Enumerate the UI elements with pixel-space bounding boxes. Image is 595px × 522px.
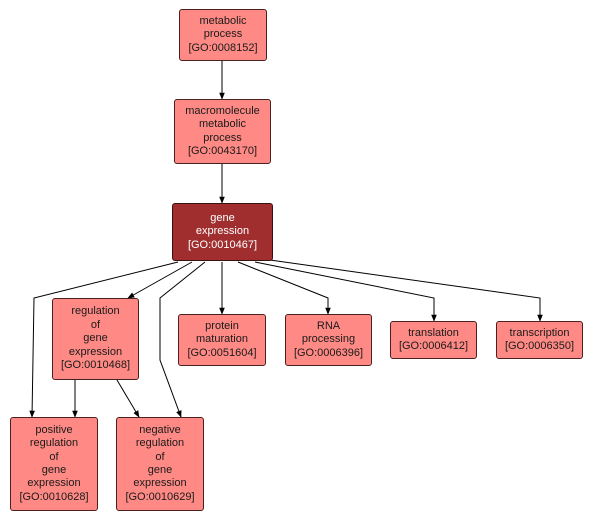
node-label-line: positive	[35, 423, 73, 436]
node-label-line: [GO:0006396]	[293, 346, 364, 359]
node-label-line: regulation	[71, 305, 120, 318]
node-label-line: process	[203, 28, 243, 41]
edge-regulation-to-negative	[116, 379, 140, 418]
node-label-line: RNA	[316, 319, 341, 332]
node-label-line: gene	[83, 332, 108, 345]
node-label-line: expression	[27, 477, 81, 490]
node-label-line: expression	[68, 345, 123, 358]
node-label-line: translation	[408, 326, 459, 339]
node-label-line: [GO:0010629]	[125, 490, 195, 503]
node-label-line: metabolic	[198, 118, 247, 131]
node-label-line: process	[203, 131, 242, 144]
node-label-line: [GO:0043170]	[187, 144, 258, 157]
node-label-line: maturation	[196, 333, 248, 346]
node-label-line: [GO:0010628]	[19, 490, 89, 503]
node-label-line: expression	[195, 225, 250, 238]
node-label-line: metabolic	[199, 14, 247, 27]
edge-gene-expression-to-regulation	[127, 261, 193, 299]
edge-gene-expression-to-transcription	[269, 259, 543, 322]
node-label-line: processing	[301, 333, 356, 346]
node-label-line: of	[90, 318, 101, 331]
node-label-line: gene	[147, 464, 173, 476]
node-label-line: gene	[41, 464, 67, 476]
node-label-line: [GO:0006350]	[504, 340, 575, 352]
node-label-line: [GO:0006412]	[398, 340, 469, 352]
node-label-line: regulation	[135, 437, 185, 450]
node-transcription[interactable]: transcription[GO:0006350]	[496, 321, 583, 359]
node-label-line: expression	[133, 477, 187, 490]
edge-gene-expression-to-rna	[237, 261, 331, 315]
node-label-line: of	[49, 450, 59, 463]
node-label-line: of	[155, 450, 165, 463]
edge-gene-expression-to-translation	[254, 261, 437, 322]
node-label-line: [GO:0010468]	[60, 359, 131, 372]
node-label-line: negative	[139, 423, 181, 436]
node-label-line: [GO:0008152]	[188, 41, 258, 54]
node-label-line: gene	[210, 211, 235, 224]
node-label-line: regulation	[29, 437, 79, 450]
node-translation[interactable]: translation[GO:0006412]	[390, 321, 477, 359]
node-label-line: transcription	[509, 326, 570, 339]
edge-gene-expression-to-positive	[29, 261, 179, 418]
node-label-line: macromolecule	[185, 104, 260, 117]
node-label-line: protein	[205, 319, 239, 332]
edge-gene-expression-to-negative	[159, 261, 206, 418]
node-label-line: [GO:0051604]	[187, 346, 257, 359]
node-label-line: [GO:0010467]	[187, 238, 258, 251]
